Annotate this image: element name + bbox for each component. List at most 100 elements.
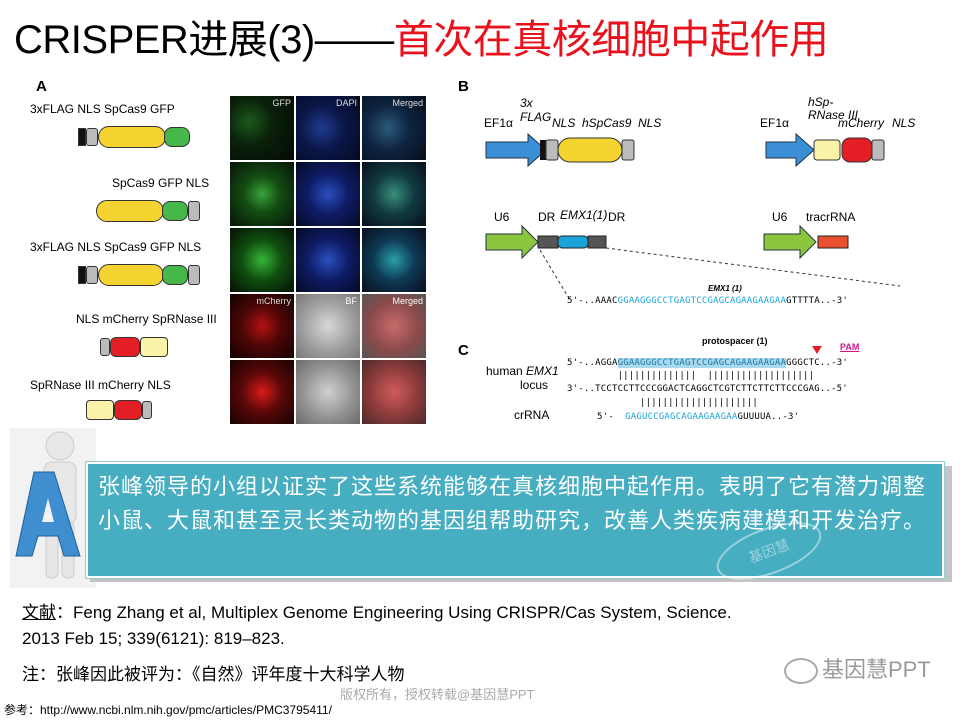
dashed-line — [539, 249, 571, 301]
title-black: CRISPER进展(3)—— — [14, 18, 394, 62]
rnase-box — [140, 337, 168, 357]
hsp-rnase-label: hSp- RNase III — [808, 95, 859, 122]
u6-label-2: U6 — [772, 210, 788, 224]
nls-box — [188, 265, 200, 285]
micro-caption: Merged — [392, 296, 423, 306]
cr-blue: GAGUCCGAGCAGAAGAAGAA — [625, 412, 738, 422]
nls-label: NLS — [638, 116, 662, 130]
top-prefix: 5'-..AGGA — [567, 358, 618, 368]
micro-caption: GFP — [272, 98, 291, 108]
protospacer-label: protospacer (1) — [702, 336, 768, 346]
cr-suffix: GUUUUA..-3' — [737, 412, 800, 422]
panel-a-label: A — [36, 78, 47, 95]
tracrrna-label: tracrRNA — [806, 210, 856, 224]
emx1-italic: EMX1 — [526, 364, 559, 378]
brand-watermark: 基因慧PPT — [784, 652, 931, 685]
dr-box — [587, 235, 607, 249]
micro-mcherry-1: mCherry — [230, 294, 294, 358]
ef1a-label-2: EF1α — [760, 116, 789, 130]
panel-c-label: C — [458, 342, 469, 359]
mcherry-pill — [841, 137, 873, 163]
crrna-sequence: 5'- GAGUCCGAGCAGAAGAAGAAGUUUUA..-3' — [597, 412, 799, 422]
micro-merged-4: Merged — [362, 294, 426, 358]
u6-arrow-2 — [763, 224, 817, 260]
nls-box — [86, 266, 98, 284]
nls-box — [188, 201, 200, 221]
dr-label: DR — [538, 210, 556, 224]
top-protospacer: GGAAGGGCCTGAGTCCGAGCAGAAGAAGAA — [617, 358, 787, 368]
mcherry-label: mCherry — [838, 116, 885, 130]
page-title: CRISPER进展(3)——首次在真核细胞中起作用 — [14, 14, 829, 66]
title-red: 首次在真核细胞中起作用 — [393, 18, 829, 62]
locus-label: locus — [520, 378, 549, 392]
micro-dapi-3 — [296, 228, 360, 292]
gfp-pill — [164, 127, 190, 147]
footer-reference-link[interactable]: 参考：http://www.ncbi.nlm.nih.gov/pmc/artic… — [4, 703, 332, 717]
human-text: human — [486, 364, 523, 378]
reference-text-1: ：Feng Zhang et al, Multiplex Genome Engi… — [56, 603, 732, 622]
nls-label-2: NLS — [892, 116, 916, 130]
construct-2-label: SpCas9 GFP NLS — [112, 176, 210, 190]
emx1-label: EMX1(1) — [560, 208, 608, 222]
mcherry-pill — [110, 337, 140, 357]
cas9-pill — [98, 264, 164, 286]
nls-box — [142, 401, 152, 419]
micro-bf-2 — [296, 360, 360, 424]
micro-merged-2 — [362, 162, 426, 226]
micro-caption: DAPI — [335, 98, 357, 108]
micro-gfp-2 — [230, 162, 294, 226]
nls-box — [871, 139, 885, 161]
brand-text: 基因慧PPT — [822, 657, 931, 682]
panel-b-label: B — [458, 78, 469, 95]
emx1-seq-label: EMX1 (1) — [708, 284, 742, 293]
wechat-icon — [784, 658, 818, 685]
micro-caption: Merged — [392, 98, 423, 108]
emx1-sequence: 5'-..AAACGGAAGGGCCTGAGTCCGAGCAGAAGAAGAAG… — [567, 296, 848, 306]
callout-text: 张峰领导的小组以证实了这些系统能够在真核细胞中起作用。表明了它有潜力调整小鼠、大… — [98, 474, 927, 533]
construct-4-label: NLS mCherry SpRNase III — [76, 312, 217, 326]
cas9-pill — [96, 200, 164, 222]
panel-b-diagram — [485, 132, 901, 301]
mcherry-pill — [114, 400, 142, 420]
rnase-box — [86, 400, 114, 420]
flag-box — [78, 266, 86, 284]
cas9-pill — [98, 126, 166, 148]
micro-bf-1: BF — [296, 294, 360, 358]
u6-arrow — [485, 224, 539, 260]
gfp-pill — [162, 201, 188, 221]
construct-1-label: 3xFLAG NLS SpCas9 GFP — [30, 102, 175, 116]
dr-box — [537, 235, 559, 249]
reference-block: 文献：Feng Zhang et al, Multiplex Genome En… — [22, 600, 942, 652]
tracrrna-box — [817, 235, 849, 249]
figure-holding-a-icon — [10, 428, 96, 588]
seq-blue: GGAAGGGCCTGAGTCCGAGCAGAAGAAGAA — [617, 296, 787, 306]
micro-gfp-1: GFP — [230, 96, 294, 160]
pam-label: PAM — [840, 342, 860, 352]
micro-mcherry-2 — [230, 360, 294, 424]
construct-3-label: 3xFLAG NLS SpCas9 GFP NLS — [30, 240, 202, 254]
nls-box — [86, 128, 98, 146]
seq-gray: G — [786, 296, 792, 306]
nls-box — [545, 139, 559, 161]
nls-box — [100, 338, 110, 356]
top-suffix: GGGCTC..-3' — [786, 358, 848, 368]
3x-label: 3x — [520, 96, 533, 110]
crrna-pairing-bars: ||||||||||||||||||||| — [567, 398, 759, 408]
flag-box — [78, 128, 86, 146]
micro-gfp-3 — [230, 228, 294, 292]
cut-marker-icon — [812, 346, 822, 354]
micro-caption: mCherry — [256, 296, 291, 306]
human-label: human EMX1 — [486, 364, 559, 378]
gfp-pill — [162, 265, 188, 285]
nls-box — [621, 139, 635, 161]
locus-top-strand: 5'-..AGGAGGAAGGGCCTGAGTCCGAGCAGAAGAAGAAG… — [567, 358, 848, 368]
note-text: 注：张峰因此被评为：《自然》评年度十大科学人物 — [22, 665, 405, 684]
hspcas9-label: hSpCas9 — [582, 116, 632, 130]
ef1a-arrow-2 — [765, 132, 815, 168]
copyright-text: 版权所有，授权转载@基因慧PPT — [340, 687, 535, 702]
reference-label: 文献 — [22, 603, 56, 622]
reference-text-2: 2013 Feb 15; 339(6121): 819–823. — [22, 629, 285, 648]
rnase-box — [813, 139, 841, 161]
micro-merged-1: Merged — [362, 96, 426, 160]
ef1a-arrow — [485, 132, 547, 168]
